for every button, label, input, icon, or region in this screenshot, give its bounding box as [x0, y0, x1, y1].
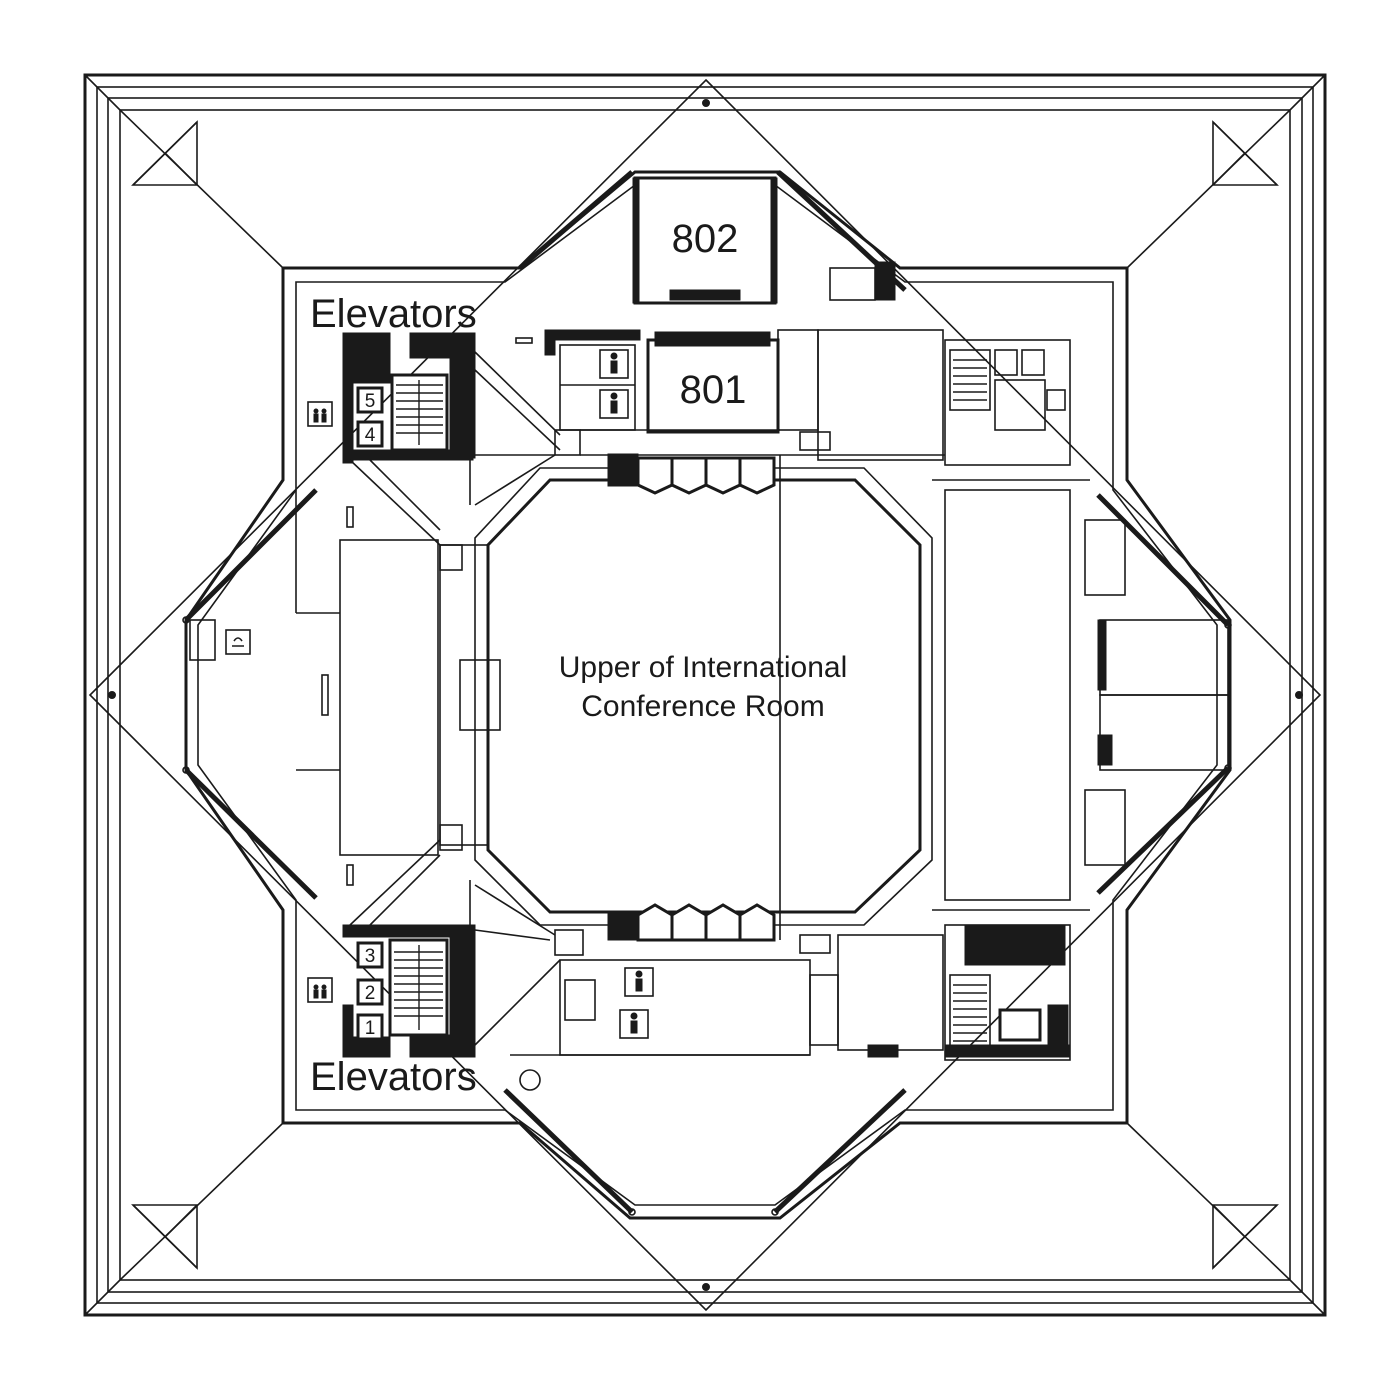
elevator-3-label: 3 — [365, 946, 376, 967]
northeast-stair-core — [944, 339, 1071, 466]
elevator-core-bottom: 3 2 1 Elevators — [307, 839, 561, 1099]
corridors — [474, 454, 1090, 940]
elevators-label-top: Elevators — [310, 292, 477, 336]
southeast-stair-core — [944, 924, 1071, 1061]
west-wing — [189, 490, 501, 886]
east-wing — [944, 489, 1229, 901]
room-801: 801 — [554, 329, 945, 461]
smoking-area-icon — [225, 629, 251, 655]
booths-top — [607, 453, 776, 495]
restroom-icon-bottom — [599, 389, 629, 419]
elevator-4-label: 4 — [365, 425, 376, 446]
room-801-label: 801 — [680, 368, 747, 412]
room-802: 802 — [632, 176, 896, 305]
conference-label-line2: Conference Room — [581, 690, 824, 723]
elevators-label-bottom: Elevators — [310, 1055, 477, 1099]
elevator-2-label: 2 — [365, 983, 376, 1004]
north-restrooms — [515, 329, 641, 431]
room-802-label: 802 — [672, 217, 739, 261]
south-rooms — [510, 929, 944, 1091]
corner-triangles — [119, 109, 1291, 1281]
conference-label-line1: Upper of International — [559, 651, 848, 684]
restroom-icon-south-top — [624, 967, 654, 997]
elevator-symbol-bottom — [307, 977, 333, 1003]
conference-room: Upper of International Conference Room — [474, 467, 933, 926]
elevator-symbol-top — [307, 401, 333, 427]
building-outline — [182, 170, 1232, 1220]
elevator-core-top: 5 4 Elevators — [307, 292, 561, 546]
restroom-icon-south-bottom — [619, 1009, 649, 1039]
booths-bottom — [607, 903, 776, 942]
elevator-5-label: 5 — [365, 391, 376, 412]
restroom-icon-top — [599, 349, 629, 379]
elevator-1-label: 1 — [365, 1018, 376, 1039]
